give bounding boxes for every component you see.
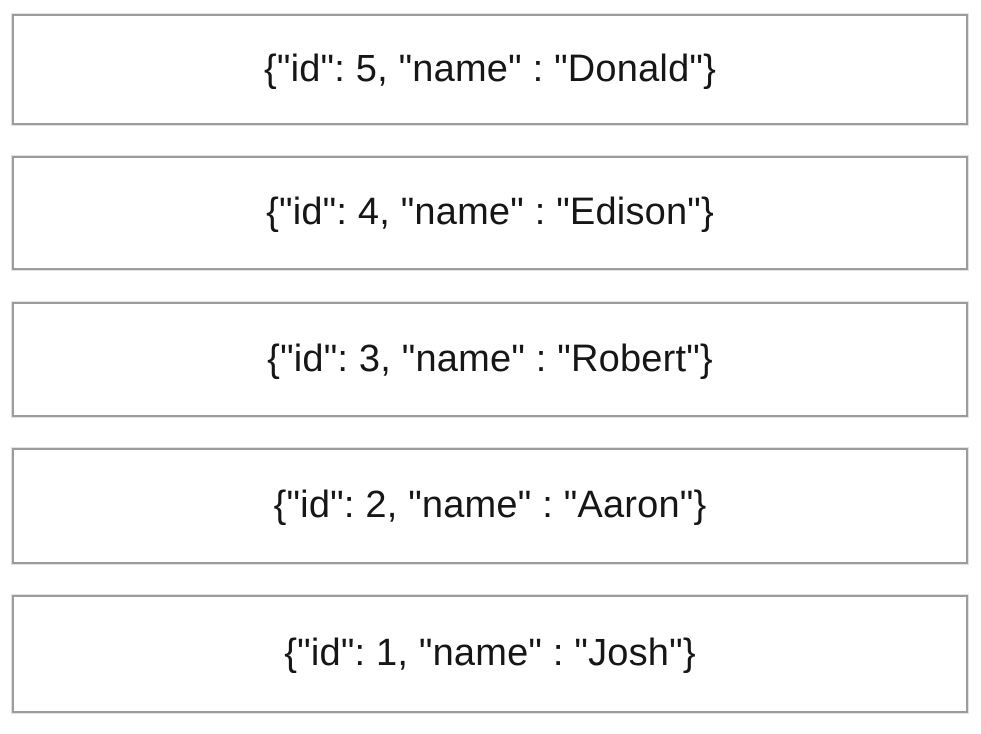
record-json-text: {"id": 2, "name" : "Aaron"}: [273, 484, 707, 527]
record-json-text: {"id": 1, "name" : "Josh"}: [284, 632, 696, 675]
record-card[interactable]: {"id": 1, "name" : "Josh"}: [12, 595, 968, 713]
record-card[interactable]: {"id": 2, "name" : "Aaron"}: [12, 448, 968, 564]
record-json-text: {"id": 4, "name" : "Edison"}: [266, 191, 714, 234]
record-json-text: {"id": 3, "name" : "Robert"}: [267, 337, 713, 380]
record-card[interactable]: {"id": 5, "name" : "Donald"}: [12, 14, 968, 125]
record-card[interactable]: {"id": 4, "name" : "Edison"}: [12, 156, 968, 270]
record-card[interactable]: {"id": 3, "name" : "Robert"}: [12, 302, 968, 417]
record-json-text: {"id": 5, "name" : "Donald"}: [263, 47, 716, 90]
